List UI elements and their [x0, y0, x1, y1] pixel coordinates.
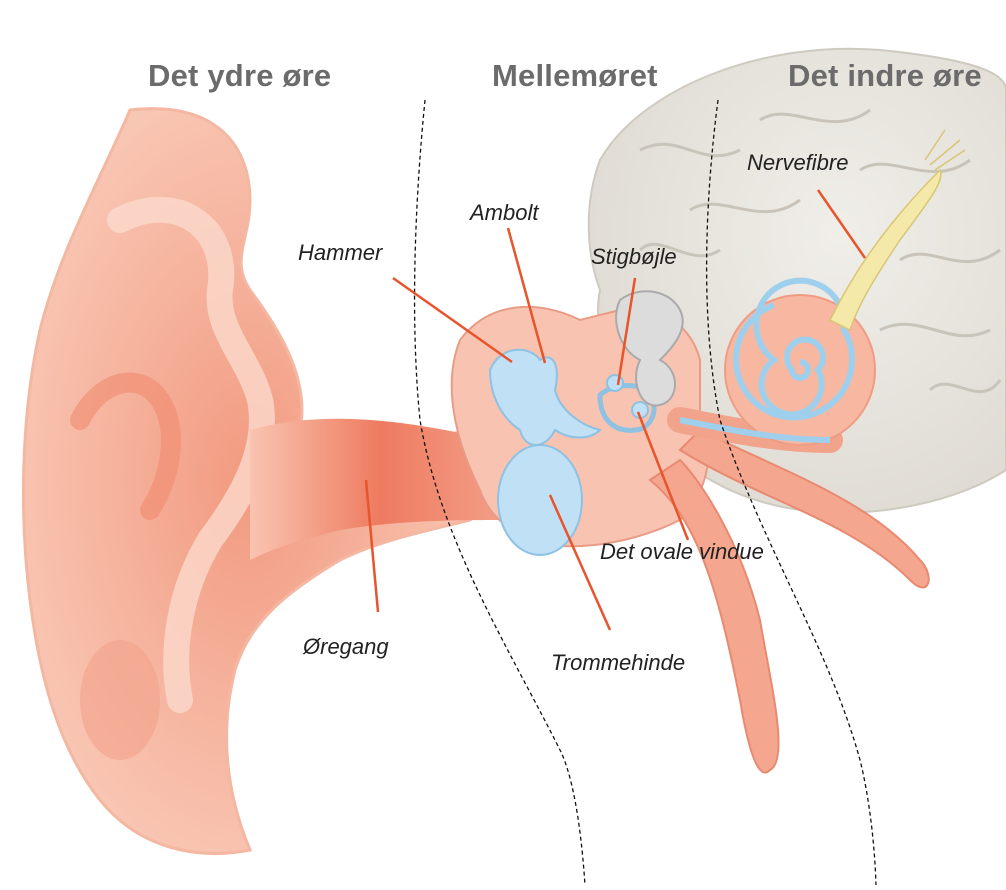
label-stigbojle: Stigbøjle: [591, 244, 677, 270]
heading-inner-ear: Det indre øre: [788, 58, 982, 94]
label-ovale-vindue: Det ovale vindue: [600, 539, 764, 565]
label-trommehinde: Trommehinde: [551, 650, 685, 676]
label-ambolt: Ambolt: [470, 200, 538, 226]
label-oregang: Øregang: [303, 634, 389, 660]
label-hammer: Hammer: [298, 240, 382, 266]
heading-outer-ear: Det ydre øre: [148, 58, 331, 94]
label-nervefibre: Nervefibre: [747, 150, 848, 176]
heading-middle-ear: Mellemøret: [492, 58, 658, 94]
